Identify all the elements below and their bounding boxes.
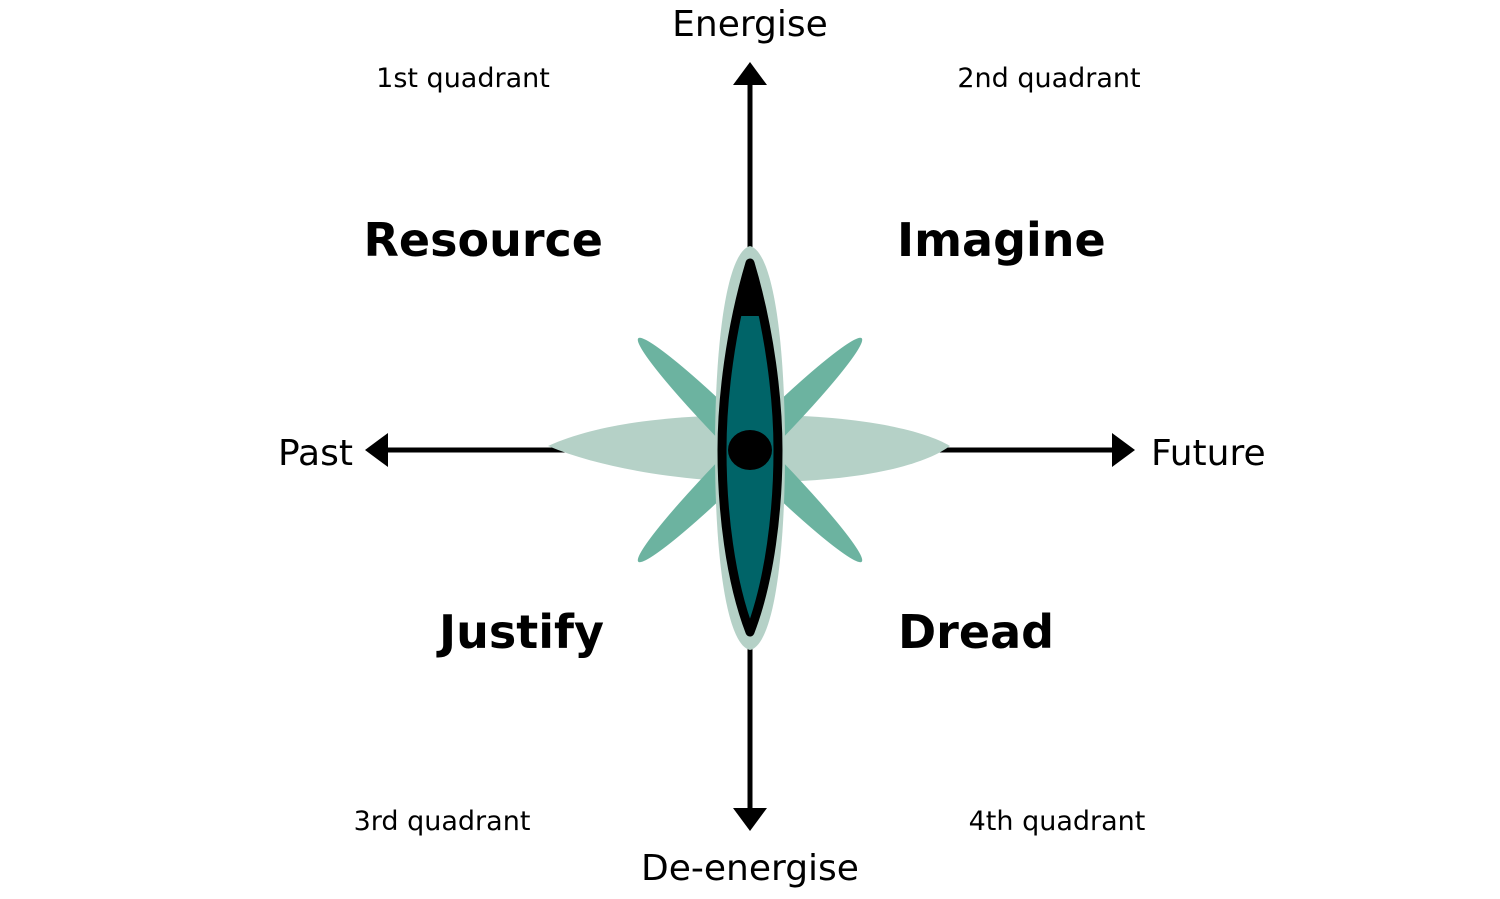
arrow-down-icon bbox=[733, 808, 767, 831]
vertical-petal-outline bbox=[717, 258, 783, 637]
axis-label-top: Energise bbox=[672, 4, 828, 45]
emotion-star-glyph bbox=[548, 246, 950, 650]
quadrant-label-1: 1st quadrant bbox=[376, 63, 550, 94]
quadrant-label-3: 3rd quadrant bbox=[354, 806, 531, 837]
axis-label-left: Past bbox=[278, 433, 353, 474]
quadrant-label-4: 4th quadrant bbox=[969, 806, 1146, 837]
arrow-right-icon bbox=[1112, 433, 1135, 467]
arrow-left-icon bbox=[365, 433, 388, 467]
arrow-up-icon bbox=[733, 62, 767, 85]
quadrant-title-resource: Resource bbox=[363, 213, 603, 267]
center-dot bbox=[728, 430, 772, 470]
axis-label-bottom: De-energise bbox=[641, 848, 859, 889]
quadrant-label-2: 2nd quadrant bbox=[957, 63, 1140, 94]
quadrant-title-justify: Justify bbox=[436, 605, 604, 659]
quadrant-title-imagine: Imagine bbox=[897, 213, 1106, 267]
axis-label-right: Future bbox=[1151, 433, 1266, 474]
quadrant-title-dread: Dread bbox=[898, 605, 1054, 659]
